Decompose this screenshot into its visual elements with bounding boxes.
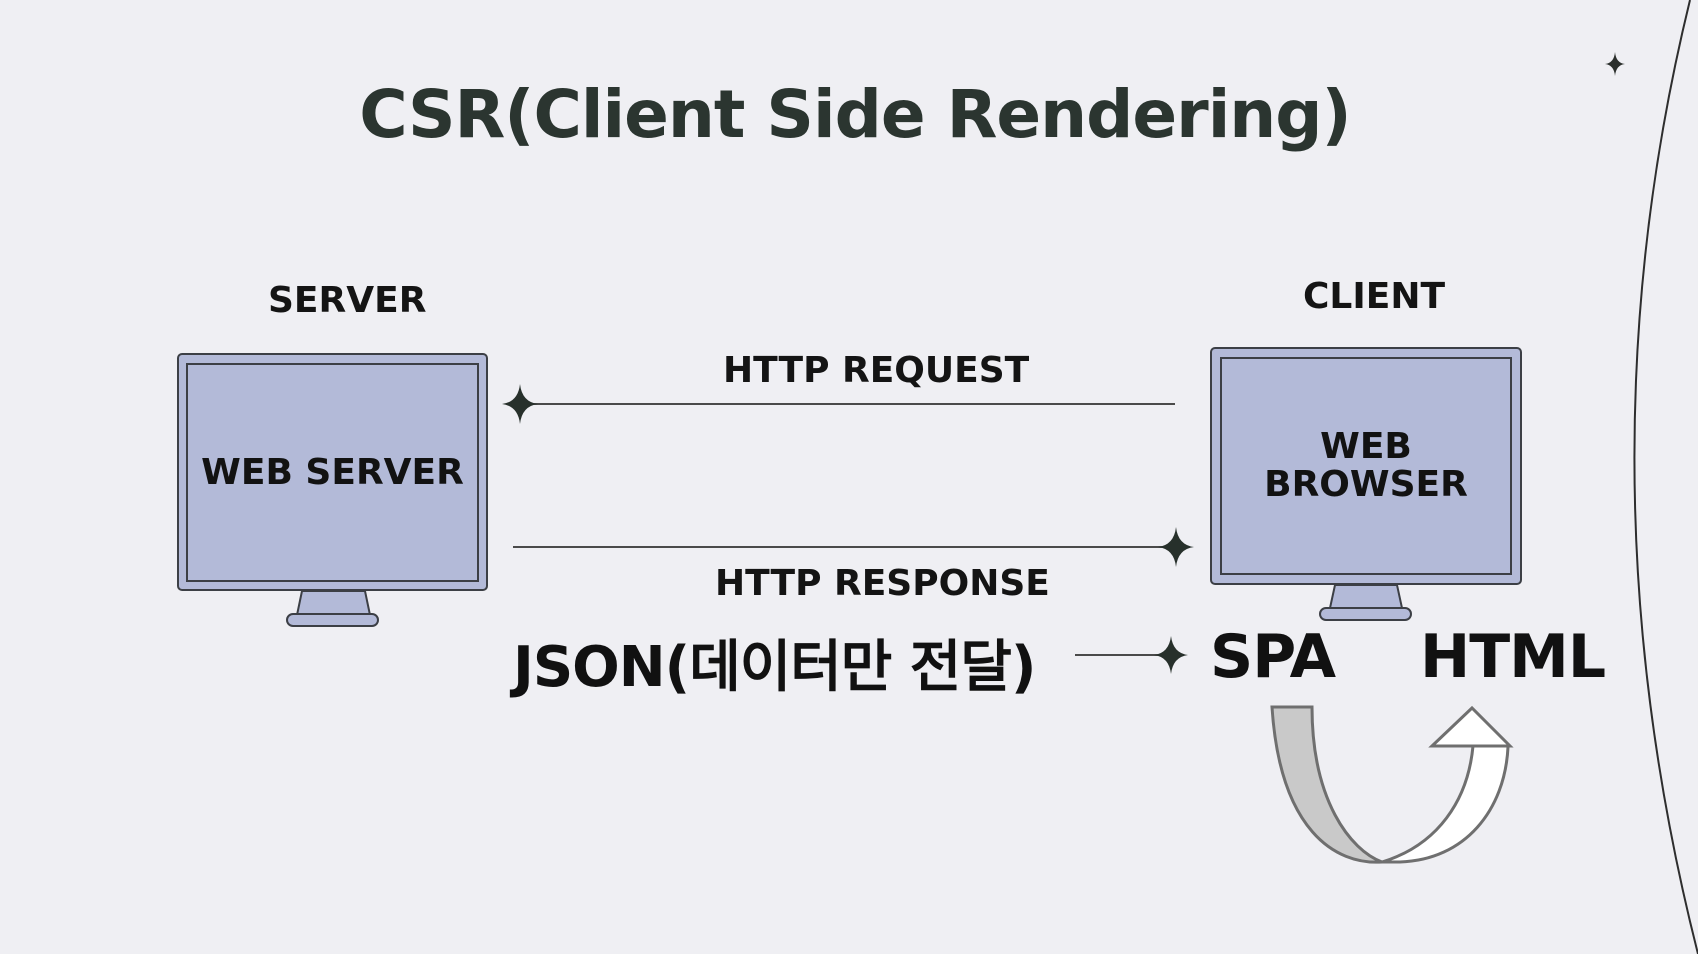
http-response-label: HTTP RESPONSE <box>715 563 1050 604</box>
json-payload-label: JSON(데이터만 전달) <box>513 635 1036 700</box>
client-monitor <box>1210 347 1522 621</box>
server-monitor <box>177 353 488 627</box>
render-arrow-head <box>1428 705 1514 748</box>
spa-label: SPA <box>1210 622 1336 692</box>
web-server-label: WEB SERVER <box>201 451 464 493</box>
html-label: HTML <box>1420 622 1606 692</box>
server-screen-label: WEB SERVER <box>187 364 478 581</box>
response-arrow <box>513 527 1194 567</box>
request-arrow <box>502 384 1175 424</box>
render-arrow-left-ribbon <box>1270 705 1383 864</box>
render-arrow-right-ribbon <box>1381 744 1510 864</box>
web-browser-label-line1: WEB <box>1320 426 1412 468</box>
client-heading: CLIENT <box>1303 276 1446 317</box>
client-screen-label: WEB BROWSER <box>1221 358 1511 574</box>
http-request-label: HTTP REQUEST <box>723 350 1030 391</box>
payload-arrow <box>1075 636 1188 674</box>
sparkle-icon <box>1605 52 1625 76</box>
decorative-curve <box>1633 0 1698 954</box>
web-browser-label-line2: BROWSER <box>1264 464 1468 505</box>
page-title: CSR(Client Side Rendering) <box>359 76 1351 153</box>
render-curved-arrow <box>1270 705 1514 864</box>
server-heading: SERVER <box>268 280 427 321</box>
